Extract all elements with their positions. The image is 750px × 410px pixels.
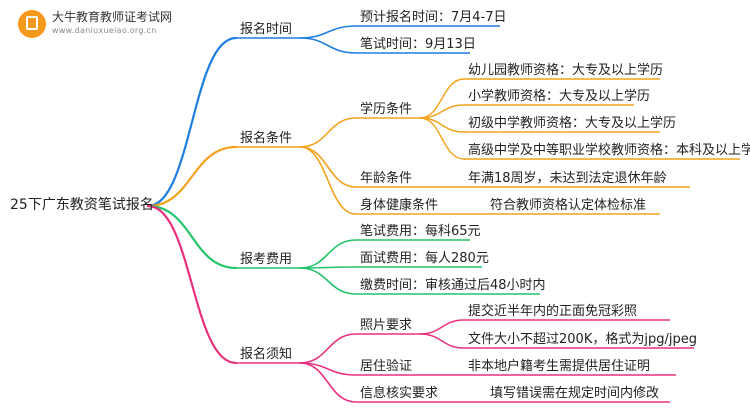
- residence-detail: 非本地户籍考生需提供居住证明: [468, 359, 651, 374]
- education-senior-high: 高级中学及中等职业学校教师资格：本科及以上学历: [468, 143, 750, 158]
- connector-curve-12: [299, 117, 357, 148]
- book-icon: [18, 10, 46, 38]
- written-exam-fee: 笔试费用：每科65元: [360, 224, 481, 239]
- branch-fees: 报考费用: [240, 252, 293, 267]
- connector-curve-8: [299, 25, 357, 39]
- connector-curve-28: [299, 239, 357, 269]
- connector-curve-21: [419, 117, 465, 160]
- connector-curve-36: [299, 362, 357, 403]
- logo-title: 大牛教育教师证考试网: [52, 10, 173, 24]
- logo-url: www.daniuxueiao.org.cn: [52, 26, 157, 35]
- connector-curve-9: [299, 37, 357, 54]
- residence-verification: 居住验证: [360, 359, 413, 374]
- connector-curve-41: [419, 333, 465, 349]
- education-kindergarten: 幼儿园教师资格：大专及以上学历: [468, 63, 664, 78]
- photo-recent: 提交近半年内的正面免冠彩照: [468, 304, 638, 319]
- education-requirement: 学历条件: [360, 102, 413, 117]
- expected-registration-date: 预计报名时间：7月4-7日: [360, 10, 507, 25]
- root-node: 25下广东教资笔试报名: [10, 197, 154, 213]
- connector-curve-3: [146, 204, 238, 365]
- info-verification-detail: 填写错误需在规定时间内修改: [490, 386, 660, 401]
- info-verification: 信息核实要求: [360, 386, 439, 401]
- connector-curve-40: [419, 319, 465, 335]
- photo-requirement: 照片要求: [360, 318, 413, 333]
- written-exam-date: 笔试时间：9月13日: [360, 37, 476, 52]
- health-requirement: 身体健康条件: [360, 198, 439, 213]
- branch-notes: 报名须知: [240, 347, 293, 362]
- education-junior-high: 初级中学教师资格：大专及以上学历: [468, 116, 677, 131]
- connector-curve-2: [146, 204, 238, 270]
- branch-requirements: 报名条件: [240, 131, 293, 146]
- connector-curve-34: [299, 333, 357, 364]
- age-requirement: 年龄条件: [360, 171, 413, 186]
- connector-curve-18: [419, 78, 465, 119]
- connector-curve-1: [146, 145, 238, 208]
- branch-registration-time: 报名时间: [240, 22, 293, 37]
- photo-file-size: 文件大小不超过200K，格式为jpg/jpeg: [468, 332, 697, 347]
- connector-curve-0: [146, 36, 238, 208]
- payment-deadline: 缴费时间：审核通过后48小时内: [360, 278, 546, 293]
- education-primary: 小学教师资格：大专及以上学历: [468, 89, 651, 104]
- connector-curve-30: [299, 267, 357, 295]
- site-logo: 大牛教育教师证考试网 www.daniuxueiao.org.cn: [18, 8, 218, 42]
- connector-curve-14: [299, 146, 357, 215]
- health-detail: 符合教师资格认定体检标准: [490, 198, 647, 213]
- age-detail: 年满18周岁，未达到法定退休年龄: [468, 171, 667, 186]
- interview-fee: 面试费用：每人280元: [360, 251, 489, 266]
